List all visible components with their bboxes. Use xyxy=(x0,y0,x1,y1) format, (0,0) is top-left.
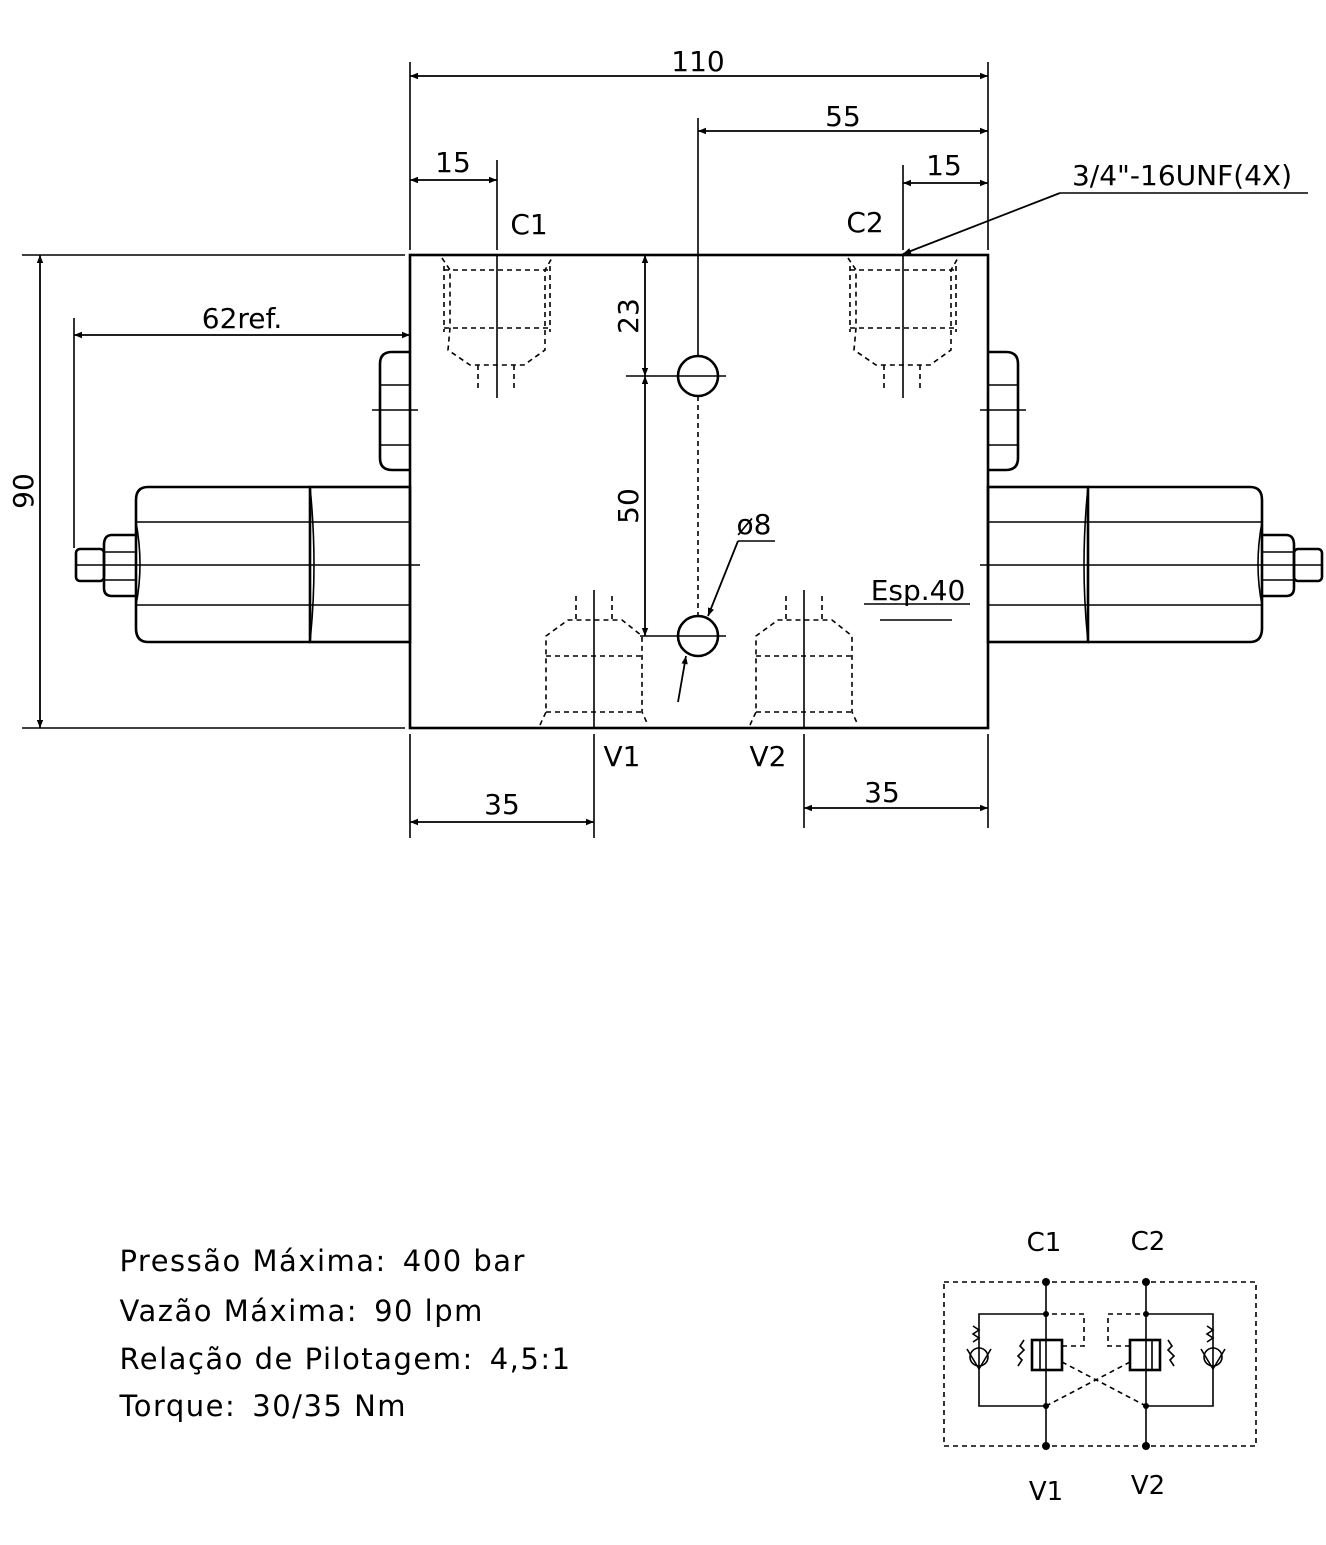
spec-pressure-label: Pressão Máxima: xyxy=(119,1244,387,1278)
dia-leader xyxy=(707,540,739,617)
schem-c1: C1 xyxy=(1027,1228,1062,1258)
dim-35-v1: 35 xyxy=(484,788,520,821)
spec-pilot-ratio: Relação de Pilotagem: 4,5:1 xyxy=(98,1308,572,1376)
spec-torque-label: Torque: xyxy=(119,1389,237,1423)
port-c2-thread xyxy=(847,255,959,398)
thread-leader xyxy=(902,192,1061,255)
spec-pressure: Pressão Máxima: 400 bar xyxy=(98,1210,526,1278)
dim-62ref: 62ref. xyxy=(202,302,282,335)
spec-torque-value: 30/35 Nm xyxy=(252,1389,408,1423)
dim-55: 55 xyxy=(825,100,861,133)
label-v2: V2 xyxy=(750,740,787,773)
label-v1: V1 xyxy=(604,740,641,773)
schematic-envelope xyxy=(943,1281,1257,1447)
right-plug-hex xyxy=(980,350,1026,472)
port-v2-thread xyxy=(749,590,859,728)
dim-110: 110 xyxy=(671,45,724,78)
dim-90: 90 xyxy=(7,473,40,509)
thickness-note: Esp.40 xyxy=(871,574,966,607)
spec-pilot-ratio-value: 4,5:1 xyxy=(489,1342,572,1376)
spec-pilot-ratio-label: Relação de Pilotagem: xyxy=(119,1342,474,1376)
dim-50: 50 xyxy=(612,488,645,524)
dim-23: 23 xyxy=(612,298,645,334)
left-plug-hex xyxy=(372,350,418,472)
spec-pressure-value: 400 bar xyxy=(402,1244,526,1278)
hydraulic-schematic: C1 C2 V1 V2 xyxy=(943,1227,1257,1507)
dim-diameter: ø8 xyxy=(737,508,772,541)
spec-flow-label: Vazão Máxima: xyxy=(119,1294,359,1328)
schem-c2: C2 xyxy=(1131,1227,1166,1257)
schem-v1: V1 xyxy=(1029,1477,1063,1507)
spec-flow: Vazão Máxima: 90 lpm xyxy=(98,1260,484,1328)
label-c2: C2 xyxy=(846,206,883,239)
dim-15-c2: 15 xyxy=(926,149,962,182)
dim-15-c1: 15 xyxy=(435,146,471,179)
port-c1-thread xyxy=(441,255,553,398)
thread-callout: 3/4"-16UNF(4X) xyxy=(1072,159,1292,192)
mounting-hole-bottom xyxy=(640,614,726,658)
dim-35-v2: 35 xyxy=(864,776,900,809)
port-v1-thread xyxy=(539,590,649,728)
left-cartridge xyxy=(74,485,420,644)
right-cartridge xyxy=(980,485,1324,644)
label-c1: C1 xyxy=(510,208,547,241)
spec-flow-value: 90 lpm xyxy=(374,1294,484,1328)
mounting-hole-top xyxy=(626,354,726,398)
spec-torque: Torque: 30/35 Nm xyxy=(98,1355,407,1423)
schem-v2: V2 xyxy=(1131,1471,1165,1501)
